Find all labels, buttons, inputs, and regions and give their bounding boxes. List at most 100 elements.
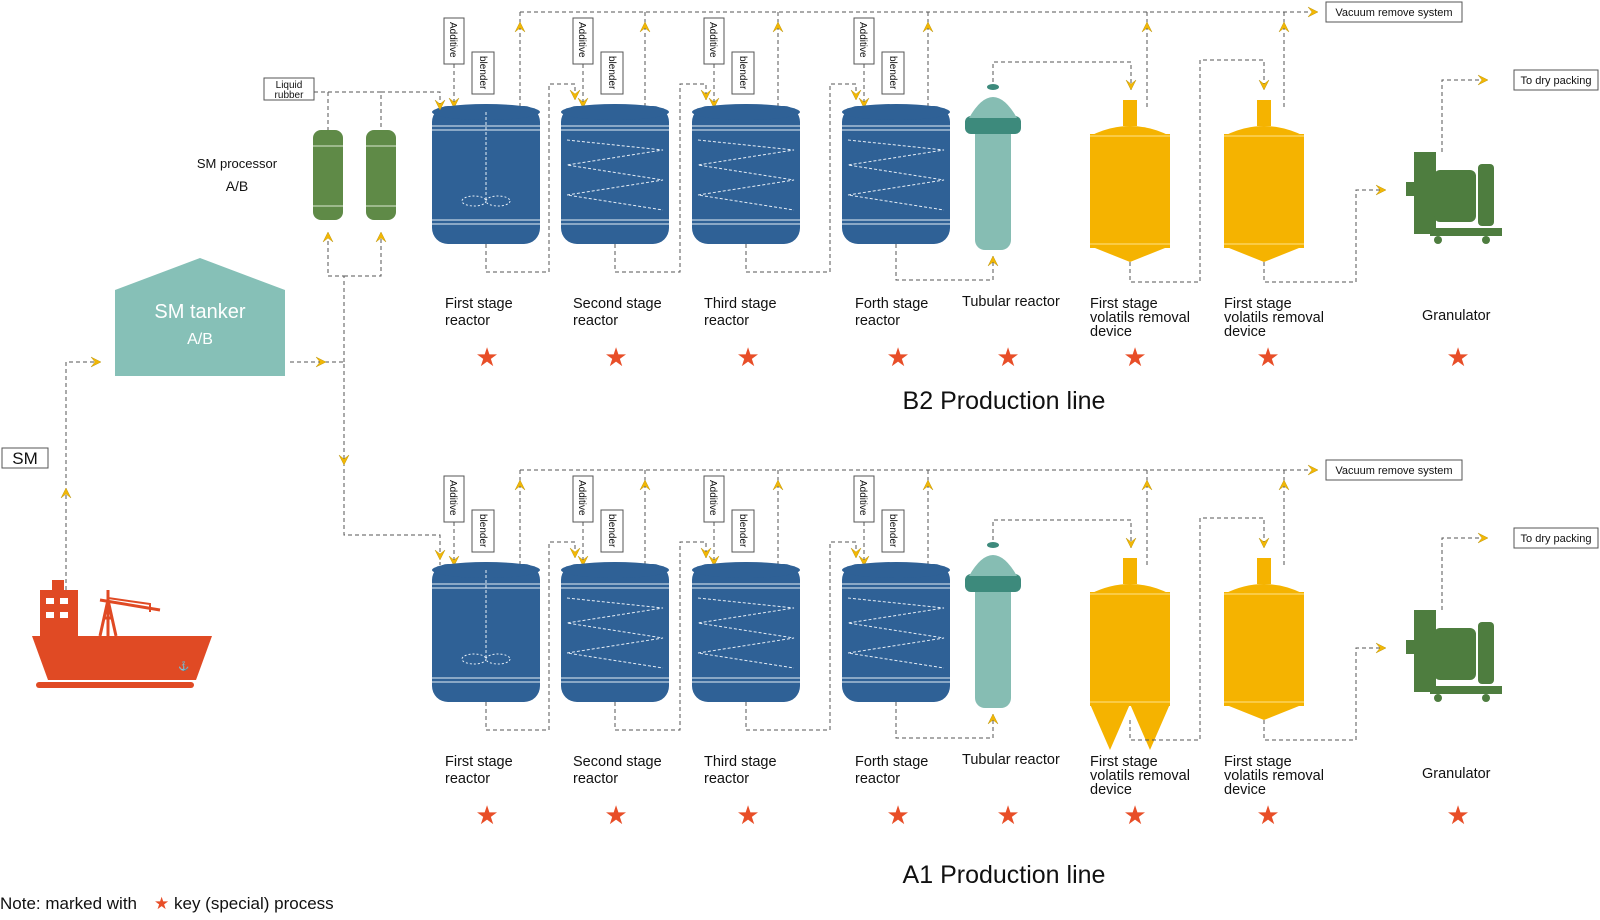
flow-arrow-icon (700, 547, 712, 559)
flow-arrow-icon (1477, 532, 1489, 544)
unit-label: Third stage (704, 296, 777, 312)
flow-arrow-icon (987, 255, 999, 267)
dry-packing-label: To dry packing (1521, 75, 1592, 87)
blender-box (731, 51, 755, 95)
additive-label: Additive (857, 480, 868, 516)
vacuum-system-label: Vacuum remove system (1335, 7, 1452, 19)
flow-arrow-icon (322, 231, 334, 243)
flow-arrow-icon (315, 356, 327, 368)
unit-label: device (1090, 324, 1132, 340)
unit-label: reactor (704, 313, 749, 329)
blender-label: blender (477, 56, 488, 90)
liquid-rubber-label-1: Liquid (276, 80, 303, 91)
tubular-reactor-icon (965, 542, 1021, 708)
blender-label: blender (887, 514, 898, 548)
sm-tanker-sub: A/B (187, 331, 213, 348)
key-process-star-icon: ★ (1446, 800, 1469, 830)
flow-arrow-icon (448, 555, 460, 567)
dry-packing-box (1513, 527, 1599, 549)
additive-label: Additive (576, 22, 587, 58)
blender-box (731, 509, 755, 553)
sm-label: SM (12, 449, 38, 468)
flow-arrow-icon (375, 231, 387, 243)
additive-label: Additive (707, 22, 718, 58)
sm-processor-icon (313, 130, 396, 220)
unit-label: volatils removal (1224, 310, 1324, 326)
static-layer: ⚓ SM SM tanker A/B SM processor A/B Liqu… (0, 77, 446, 913)
key-process-star-icon: ★ (736, 342, 759, 372)
unit-label: First stage (1090, 754, 1158, 770)
flow-arrow-icon (1375, 642, 1387, 654)
unit-label: First stage (1090, 296, 1158, 312)
flow-arrow-icon (1307, 464, 1319, 476)
devol-device-2-icon (1224, 100, 1304, 262)
flow-arrow-icon (1278, 21, 1290, 33)
unit-label: reactor (573, 771, 618, 787)
flow-arrow-icon (434, 99, 446, 111)
flow-arrow-icon (1141, 21, 1153, 33)
key-process-star-icon: ★ (1446, 342, 1469, 372)
unit-label: reactor (573, 313, 618, 329)
flow-arrow-icon (922, 21, 934, 33)
dry-packing-box (1513, 69, 1599, 91)
blender-box (471, 51, 495, 95)
tubular-reactor-icon (965, 84, 1021, 250)
blender-box (881, 51, 905, 95)
key-process-star-icon: ★ (475, 342, 498, 372)
flow-arrow-icon (850, 547, 862, 559)
first-stage-reactor-icon (432, 104, 540, 244)
svg-text:⚓: ⚓ (178, 660, 189, 671)
flow-arrow-icon (60, 487, 72, 499)
sm-source-box (1, 447, 49, 469)
forth-stage-reactor-icon (842, 562, 950, 702)
blender-box (471, 509, 495, 553)
additive-label: Additive (447, 22, 458, 58)
flow-arrow-icon (1125, 537, 1137, 549)
sm-tanker-icon (115, 258, 285, 376)
flow-arrow-icon (577, 97, 589, 109)
unit-label: volatils removal (1224, 768, 1324, 784)
unit-label: First stage (1224, 754, 1292, 770)
liquid-rubber-box (263, 77, 315, 101)
key-process-star-icon: ★ (604, 342, 627, 372)
unit-label: reactor (445, 313, 490, 329)
flow-arrow-icon (569, 547, 581, 559)
flow-arrow-icon (850, 89, 862, 101)
flow-arrow-icon (1278, 479, 1290, 491)
key-process-star-icon: ★ (996, 800, 1019, 830)
flow-arrow-icon (1141, 479, 1153, 491)
flow-arrow-icon (434, 549, 446, 561)
flow-arrow-icon (569, 89, 581, 101)
devol-device-2-icon (1224, 558, 1304, 720)
blender-label: blender (737, 56, 748, 90)
blender-box (600, 509, 624, 553)
unit-label: Third stage (704, 754, 777, 770)
flow-arrow-icon (90, 356, 102, 368)
flow-arrow-icon (708, 97, 720, 109)
unit-label: Granulator (1422, 766, 1491, 782)
flow-arrow-icon (1125, 79, 1137, 91)
devol-device-1-icon (1090, 558, 1170, 750)
key-process-star-icon: ★ (996, 342, 1019, 372)
unit-label: volatils removal (1090, 768, 1190, 784)
flow-arrow-icon (639, 479, 651, 491)
vacuum-system-label: Vacuum remove system (1335, 465, 1452, 477)
unit-label: Granulator (1422, 308, 1491, 324)
flow-arrow-icon (922, 479, 934, 491)
flow-arrow-icon (1258, 537, 1270, 549)
production-line-title: A1 Production line (903, 861, 1106, 889)
unit-label: Forth stage (855, 296, 928, 312)
unit-label: reactor (855, 771, 900, 787)
second-stage-reactor-icon (561, 562, 669, 702)
unit-label: Second stage (573, 754, 662, 770)
unit-label: First stage (445, 754, 513, 770)
unit-label: Tubular reactor (962, 294, 1060, 310)
flow-arrow-icon (700, 89, 712, 101)
granulator-icon (1406, 152, 1502, 244)
key-process-star-icon: ★ (1256, 342, 1279, 372)
additive-label: Additive (707, 480, 718, 516)
sm-tanker-title: SM tanker (154, 301, 245, 323)
third-stage-reactor-icon (692, 104, 800, 244)
additive-label: Additive (447, 480, 458, 516)
